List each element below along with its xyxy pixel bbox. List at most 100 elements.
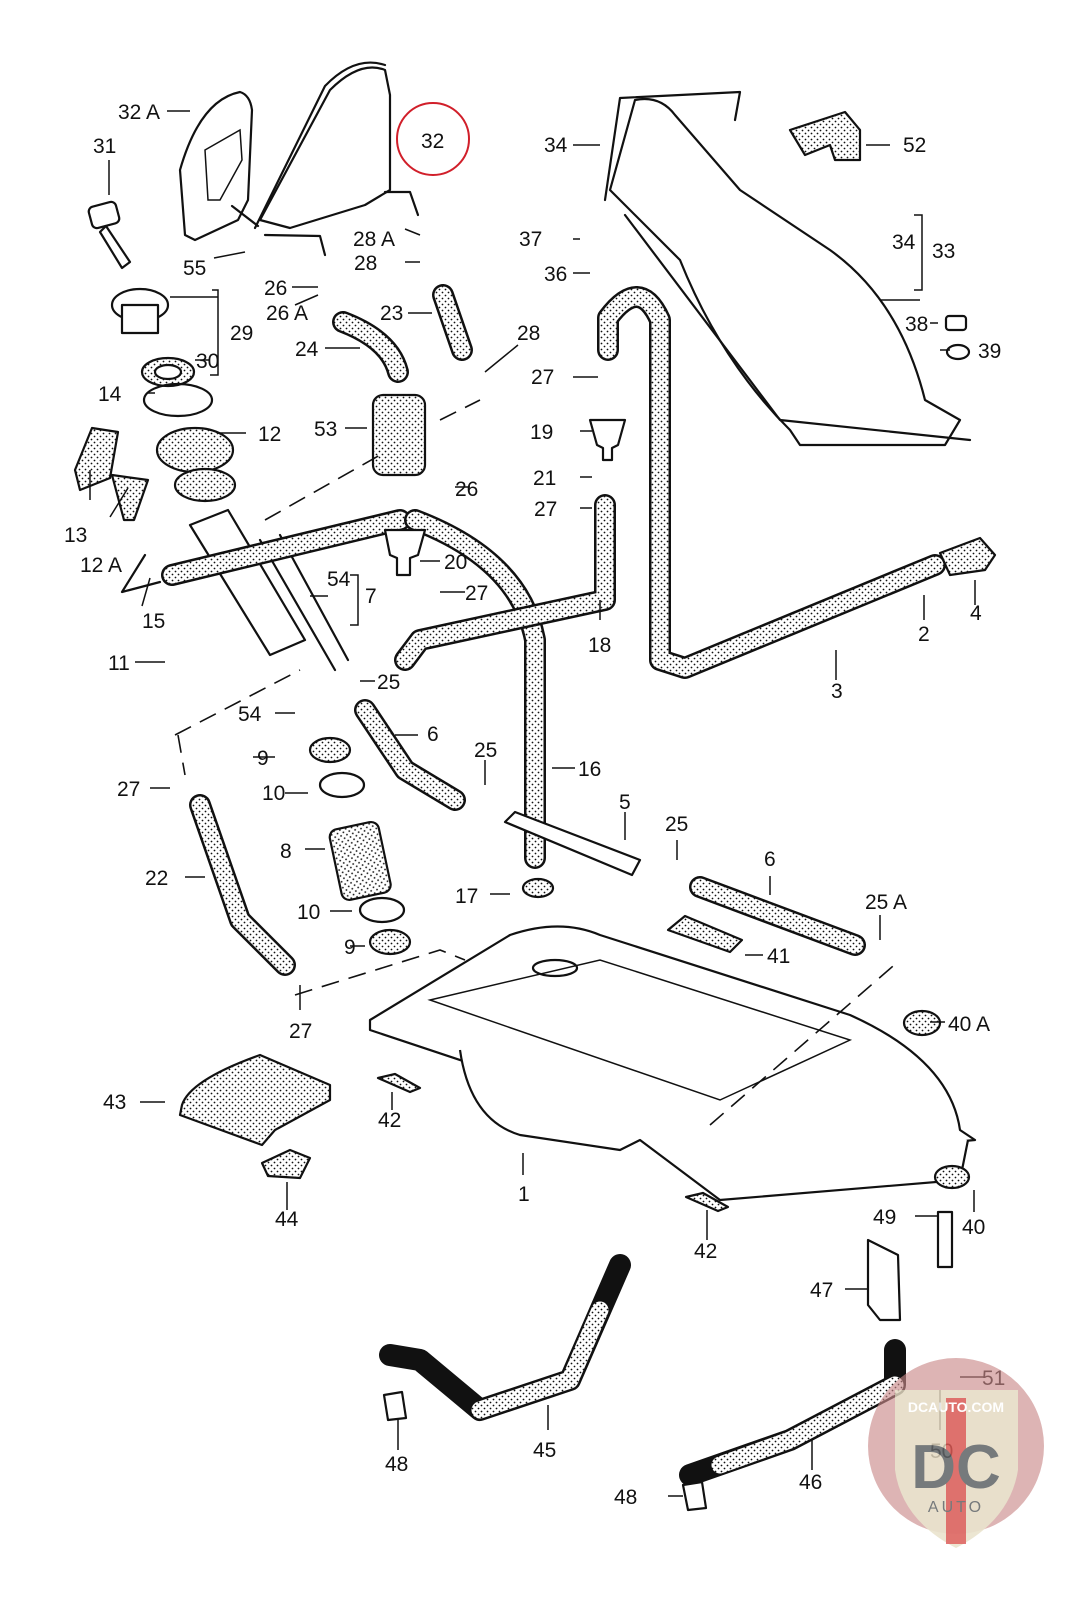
callout-24[interactable]: 24	[295, 338, 319, 361]
callout-20[interactable]: 20	[444, 551, 467, 574]
callout-22[interactable]: 22	[145, 867, 168, 890]
callout-27-left[interactable]: 27	[117, 778, 140, 801]
callout-12[interactable]: 12	[258, 423, 281, 446]
callout-53[interactable]: 53	[314, 418, 337, 441]
part-17-grommet	[521, 877, 555, 899]
callout-23[interactable]: 23	[380, 302, 403, 325]
part-8-hose	[328, 820, 392, 902]
callout-11[interactable]: 11	[108, 652, 130, 675]
callout-10[interactable]: 10	[262, 782, 285, 805]
callout-14[interactable]: 14	[98, 383, 122, 406]
part-15-tube	[120, 553, 162, 594]
callout-26a[interactable]: 26 A	[266, 302, 308, 325]
part-5-fuel-filter	[503, 810, 642, 877]
callout-12a[interactable]: 12 A	[80, 554, 122, 577]
callout-29[interactable]: 29	[230, 322, 253, 345]
watermark-logo: DCAUTO.COM DC AUTO	[868, 1358, 1044, 1548]
callout-28-lower[interactable]: 28	[517, 322, 540, 345]
callout-7[interactable]: 7	[365, 585, 377, 608]
callout-36[interactable]: 36	[544, 263, 567, 286]
callout-30[interactable]: 30	[196, 350, 219, 373]
callout-33[interactable]: 33	[932, 240, 955, 263]
callout-48[interactable]: 48	[385, 1453, 408, 1476]
watermark-stripe	[946, 1398, 966, 1544]
callout-27-bottom[interactable]: 27	[289, 1020, 312, 1043]
callout-47[interactable]: 47	[810, 1279, 833, 1302]
callout-54-lower[interactable]: 54	[238, 703, 262, 726]
callout-34-bracket[interactable]: 34	[892, 231, 916, 254]
callout-17[interactable]: 17	[455, 885, 478, 908]
callout-3[interactable]: 3	[831, 680, 843, 703]
callout-25a[interactable]: 25 A	[865, 891, 907, 914]
part-55-screw	[230, 204, 260, 228]
part-4-grommet	[938, 536, 997, 577]
callout-9-lower[interactable]: 9	[344, 936, 356, 959]
callout-39[interactable]: 39	[978, 340, 1001, 363]
callout-15[interactable]: 15	[142, 610, 165, 633]
callout-32[interactable]: 32	[421, 130, 444, 153]
callout-28a[interactable]: 28 A	[353, 228, 395, 251]
callout-6[interactable]: 6	[427, 723, 439, 746]
callout-40[interactable]: 40	[962, 1216, 985, 1239]
callout-26[interactable]: 26	[264, 277, 287, 300]
callout-43[interactable]: 43	[103, 1091, 126, 1114]
callout-27-right-lower[interactable]: 27	[534, 498, 557, 521]
callout-13[interactable]: 13	[64, 524, 87, 547]
leader-lines	[89, 110, 985, 1497]
callout-40a[interactable]: 40 A	[948, 1013, 990, 1036]
callout-55[interactable]: 55	[183, 257, 206, 280]
part-41-pad	[666, 914, 744, 954]
callout-18[interactable]: 18	[588, 634, 611, 657]
callout-52[interactable]: 52	[903, 134, 926, 157]
callout-31[interactable]: 31	[93, 135, 116, 158]
callout-16[interactable]: 16	[578, 758, 601, 781]
watermark-mark: DC	[911, 1433, 1001, 1502]
callout-4[interactable]: 4	[970, 602, 982, 625]
callout-42[interactable]: 42	[378, 1109, 401, 1132]
callout-44[interactable]: 44	[275, 1208, 299, 1231]
part-20-valve	[383, 528, 427, 577]
highlight-circle-32	[396, 102, 470, 176]
part-32a-cover	[178, 90, 254, 242]
callout-8[interactable]: 8	[280, 840, 292, 863]
part-47-bracket	[866, 1238, 902, 1322]
callout-54[interactable]: 54	[327, 568, 351, 591]
part-12a-funnel	[110, 473, 150, 522]
callout-45[interactable]: 45	[533, 1439, 556, 1462]
callout-41[interactable]: 41	[767, 945, 790, 968]
callout-19[interactable]: 19	[530, 421, 553, 444]
callout-10-lower[interactable]: 10	[297, 901, 320, 924]
part-32-expansion-tank	[253, 61, 420, 257]
callout-27-right[interactable]: 27	[531, 366, 554, 389]
part-13-flap	[73, 426, 120, 492]
part-19-valve	[588, 418, 627, 462]
callout-37[interactable]: 37	[519, 228, 542, 251]
part-31-lock-key	[87, 200, 132, 270]
callout-26-lower[interactable]: 26	[455, 478, 478, 501]
callout-38[interactable]: 38	[905, 313, 928, 336]
callout-2[interactable]: 2	[918, 623, 930, 646]
part-43-pad	[178, 1053, 332, 1147]
callout-25-mid[interactable]: 25	[474, 739, 497, 762]
callout-28[interactable]: 28	[354, 252, 377, 275]
callout-48-lower[interactable]: 48	[614, 1486, 637, 1509]
callout-27[interactable]: 27	[465, 582, 488, 605]
callout-21[interactable]: 21	[533, 467, 556, 490]
callout-49[interactable]: 49	[873, 1206, 896, 1229]
callout-34[interactable]: 34	[544, 134, 568, 157]
part-49-bolt	[936, 1210, 954, 1269]
callout-46[interactable]: 46	[799, 1471, 822, 1494]
watermark-sub: AUTO	[928, 1499, 984, 1516]
part-1-fuel-tank	[368, 925, 977, 1202]
part-29-filler-cap	[110, 287, 196, 388]
part-33-shroud	[603, 90, 972, 447]
callout-25-right[interactable]: 25	[665, 813, 688, 836]
callout-42-lower[interactable]: 42	[694, 1240, 717, 1263]
callout-9[interactable]: 9	[257, 747, 269, 770]
callout-25[interactable]: 25	[377, 671, 400, 694]
callout-32a[interactable]: 32 A	[118, 101, 160, 124]
callout-1[interactable]: 1	[518, 1183, 530, 1206]
callout-5[interactable]: 5	[619, 791, 631, 814]
callout-6-right[interactable]: 6	[764, 848, 776, 871]
